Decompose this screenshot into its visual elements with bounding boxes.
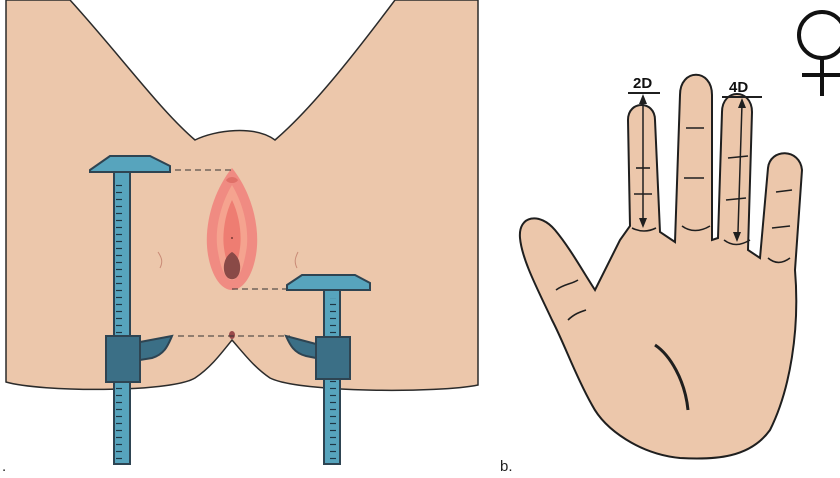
panel-a-illustration [6, 0, 478, 464]
panel-b-label: b. [500, 458, 513, 475]
anus [229, 331, 235, 339]
label-4d: 4D [729, 79, 748, 96]
panel-b-illustration: 2D 4D [520, 12, 840, 459]
female-symbol-icon [799, 12, 840, 96]
hand-outline [520, 75, 802, 459]
panel-a-label: . [2, 458, 6, 475]
label-2d: 2D [633, 75, 652, 92]
